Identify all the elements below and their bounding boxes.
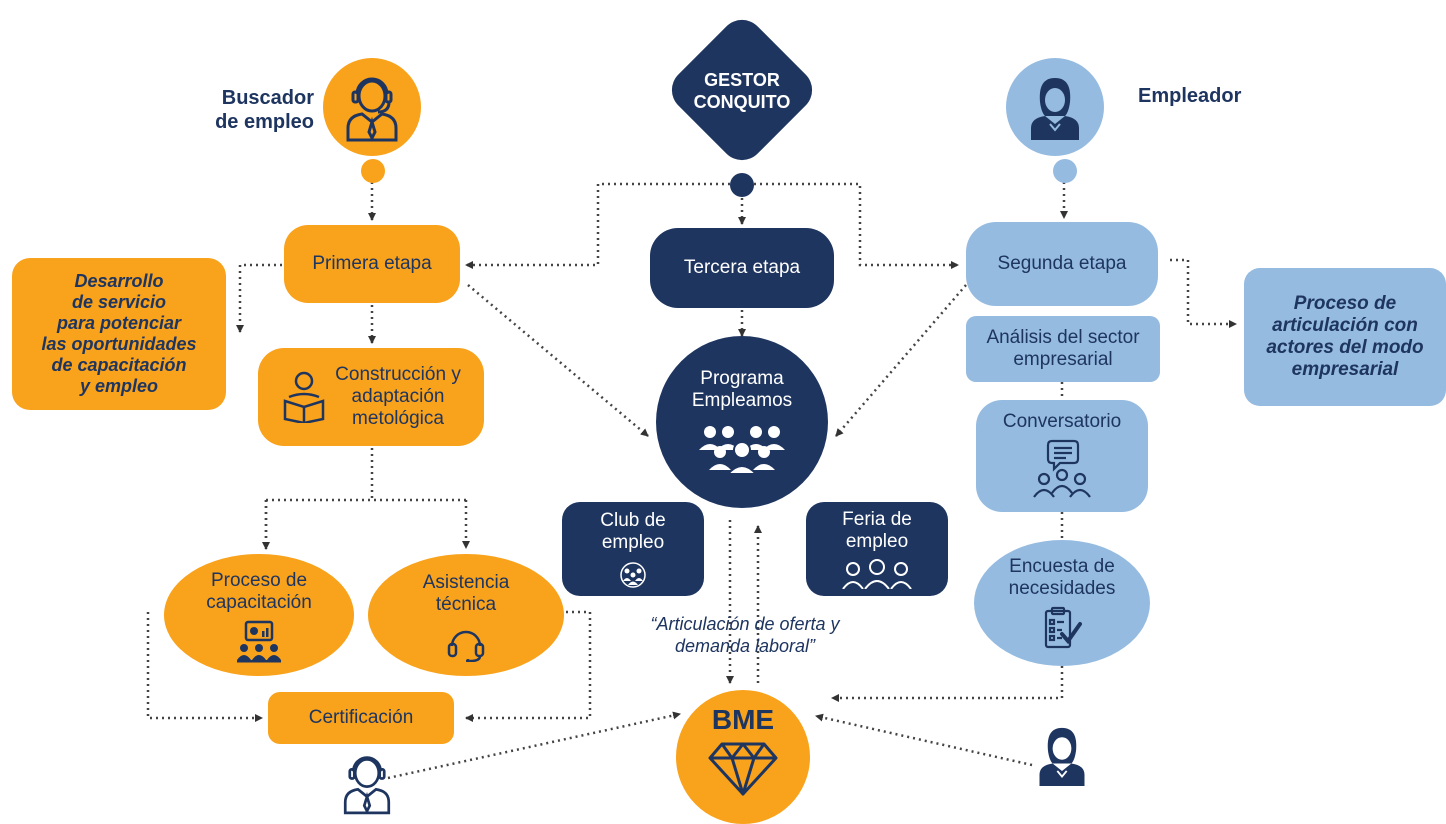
job-seeker-icon bbox=[346, 77, 398, 142]
conversatorio-node: Conversatorio bbox=[976, 400, 1148, 512]
empleador-label: Empleador bbox=[1138, 85, 1242, 107]
programa-label: Programa Empleamos bbox=[691, 368, 793, 411]
primera-etapa-node: Primera etapa bbox=[284, 225, 460, 303]
tercera-etapa-node: Tercera etapa bbox=[650, 228, 834, 308]
bme-label: BME bbox=[711, 704, 775, 735]
training-icon bbox=[237, 620, 281, 663]
headset-icon bbox=[447, 630, 485, 662]
analisis-node: Análisis del sector empresarial bbox=[966, 316, 1160, 382]
segunda-etapa-node: Segunda etapa bbox=[966, 222, 1158, 306]
conversatorio-label: Conversatorio bbox=[1002, 411, 1122, 432]
primera-etapa-label: Primera etapa bbox=[312, 253, 432, 274]
buscador-avatar bbox=[323, 58, 421, 156]
club-label: Club de empleo bbox=[600, 510, 666, 553]
gestor-dot bbox=[730, 173, 754, 197]
analisis-label: Análisis del sector empresarial bbox=[986, 327, 1140, 370]
empleador-avatar bbox=[1006, 58, 1104, 156]
fair-people-icon bbox=[842, 559, 912, 589]
job-seeker-bottom-icon bbox=[343, 756, 391, 815]
feria-label: Feria de empleo bbox=[842, 509, 912, 552]
desarrollo-box: Desarrollo de servicio para potenciar la… bbox=[12, 258, 226, 410]
articulacion-quote: “Articulación de oferta y demanda labora… bbox=[650, 614, 840, 656]
gestor-label: GESTOR CONQUITO bbox=[693, 70, 791, 112]
tercera-etapa-label: Tercera etapa bbox=[683, 257, 801, 278]
proceso-articulacion-box: Proceso de articulación con actores del … bbox=[1244, 268, 1446, 406]
construccion-node: Construcción y adaptación metológica bbox=[258, 348, 484, 446]
discussion-icon bbox=[1033, 439, 1091, 498]
certificacion-label: Certificación bbox=[308, 707, 414, 728]
reading-icon bbox=[283, 371, 325, 423]
segunda-etapa-label: Segunda etapa bbox=[997, 253, 1127, 274]
proceso-capacitacion-node: Proceso de capacitación bbox=[164, 554, 354, 676]
diamond-icon bbox=[708, 742, 778, 796]
employer-icon bbox=[1031, 78, 1079, 140]
club-icon bbox=[620, 562, 646, 588]
proceso-capacitacion-label: Proceso de capacitación bbox=[206, 570, 312, 613]
club-node: Club de empleo bbox=[562, 502, 704, 596]
asistencia-label: Asistencia técnica bbox=[422, 572, 510, 615]
buscador-dot bbox=[361, 159, 385, 183]
buscador-label: Buscador de empleo bbox=[215, 87, 314, 133]
encuesta-node: Encuesta de necesidades bbox=[974, 540, 1150, 666]
asistencia-node: Asistencia técnica bbox=[368, 554, 564, 676]
group-icon bbox=[699, 426, 785, 475]
construccion-label: Construcción y adaptación metológica bbox=[335, 364, 461, 429]
certificacion-node: Certificación bbox=[268, 692, 454, 744]
empleador-dot bbox=[1053, 159, 1077, 183]
proceso-articulacion-text: Proceso de articulación con actores del … bbox=[1266, 293, 1424, 380]
encuesta-label: Encuesta de necesidades bbox=[1008, 556, 1116, 599]
survey-icon bbox=[1044, 606, 1082, 649]
bme-node: BME bbox=[676, 690, 810, 824]
programa-node: Programa Empleamos bbox=[656, 336, 828, 508]
feria-node: Feria de empleo bbox=[806, 502, 948, 596]
employer-bottom-icon bbox=[1039, 727, 1085, 786]
desarrollo-text: Desarrollo de servicio para potenciar la… bbox=[41, 271, 197, 396]
